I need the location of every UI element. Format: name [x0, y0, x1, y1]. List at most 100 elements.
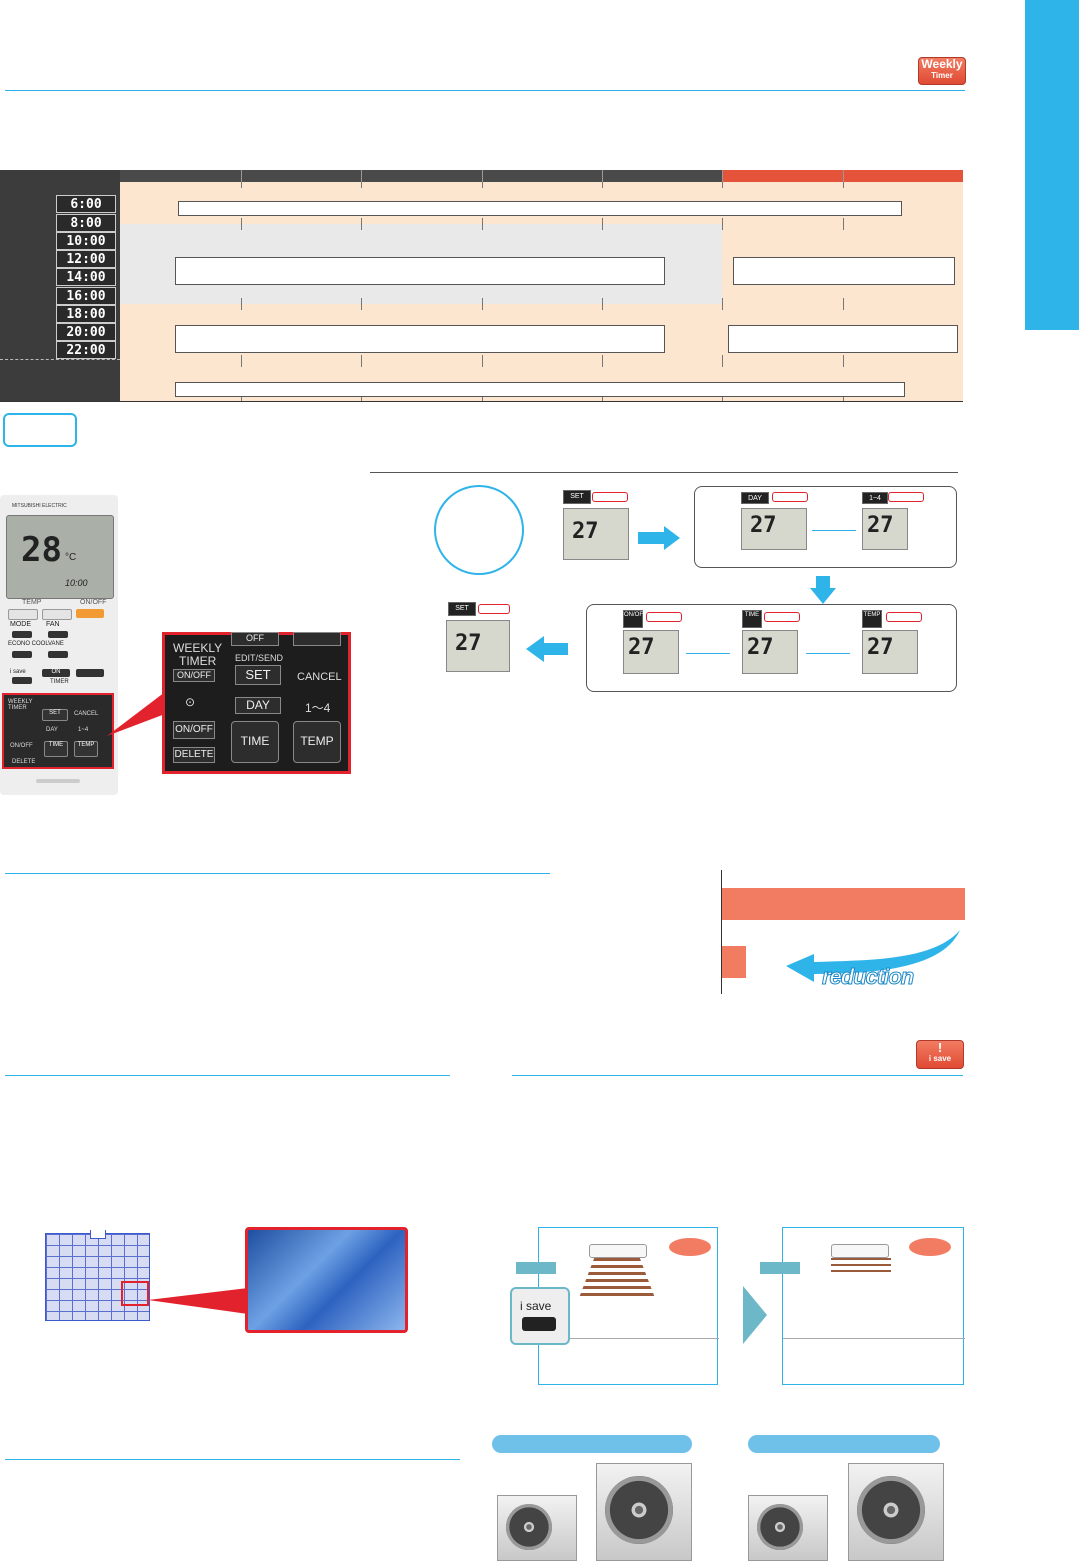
- fan-icon: [605, 1476, 673, 1544]
- column-tick: [361, 218, 362, 224]
- remote-isave-label: i save: [10, 669, 26, 675]
- step-label-after: [760, 1262, 800, 1274]
- remote-fan-button[interactable]: [48, 631, 68, 638]
- outdoor-unit-large-2: [848, 1463, 944, 1561]
- header-divider: [241, 170, 242, 182]
- column-tick: [722, 396, 723, 402]
- isave-badge: ǃ i save: [916, 1040, 964, 1069]
- flow-range-tag: 1~4: [862, 492, 888, 504]
- flow-lcd-6-value: 27: [867, 635, 894, 660]
- outdoor-unit-small-1: [497, 1495, 577, 1561]
- remote-mode-button[interactable]: [12, 631, 32, 638]
- remote-econo-label: ECONO COOL: [8, 641, 49, 647]
- column-tick: [482, 361, 483, 367]
- column-tick: [602, 224, 603, 230]
- flow-lcd-3: 27: [862, 508, 908, 550]
- flow-day-tag: DAY: [741, 492, 769, 504]
- column-tick: [241, 218, 242, 224]
- time-label-0600: 6:00: [56, 195, 116, 213]
- column-tick: [241, 396, 242, 402]
- remote-temp-down-button[interactable]: [8, 609, 38, 620]
- remote-vane-label: VANE: [48, 641, 64, 647]
- remote-timer-on-label: ON: [51, 669, 61, 675]
- zoom-up-button[interactable]: [293, 632, 341, 646]
- remote-mode-label: MODE: [10, 621, 31, 628]
- column-tick: [722, 298, 723, 304]
- flow-rule: [370, 472, 958, 473]
- weekly-schedule-table: 6:00 8:00 10:00 12:00 14:00 16:00 18:00 …: [0, 170, 963, 402]
- remote-time-button[interactable]: TIME: [44, 741, 68, 757]
- flow-double-arrow-2: [686, 653, 730, 654]
- column-tick: [843, 218, 844, 224]
- airflow-gentle: [831, 1258, 891, 1276]
- chart-axis: [721, 870, 722, 994]
- zoom-set-button[interactable]: SET: [235, 665, 281, 685]
- column-tick: [843, 224, 844, 230]
- isave-callout-button[interactable]: [522, 1317, 556, 1331]
- header-divider: [482, 170, 483, 182]
- remote-lcd-clock: 10:00: [65, 578, 88, 588]
- remote-timer-up-button[interactable]: [76, 669, 104, 677]
- column-tick: [241, 298, 242, 304]
- column-tick: [722, 182, 723, 188]
- column-tick: [602, 361, 603, 367]
- zoom-temp-button[interactable]: TEMP: [293, 721, 341, 763]
- column-tick: [722, 361, 723, 367]
- remote-power-button[interactable]: [76, 609, 104, 618]
- column-tick: [843, 304, 844, 310]
- remote-day-label: DAY: [46, 727, 58, 733]
- zoom-day-button[interactable]: DAY: [235, 697, 281, 714]
- fan-icon: [757, 1504, 803, 1550]
- flow-temp-tag: TEMP: [862, 610, 882, 628]
- header-divider: [602, 170, 603, 182]
- chart-bar-reduced: [722, 946, 746, 978]
- remote-timer-on-button[interactable]: ON: [42, 669, 70, 677]
- airflow-strong: [579, 1258, 655, 1298]
- weekly-timer-zoom: WEEKLY TIMER ON/OFF OFF EDIT/SEND SET CA…: [162, 632, 351, 774]
- zoom-off-button[interactable]: OFF: [231, 632, 279, 646]
- remote-delete-label: DELETE: [12, 759, 36, 765]
- chart-bar-conventional: [722, 888, 965, 920]
- column-tick: [361, 224, 362, 230]
- step-circle: [434, 485, 524, 575]
- zoom-time-button[interactable]: TIME: [231, 721, 279, 763]
- remote-isave-button[interactable]: [12, 677, 32, 684]
- flow-arrow-down: [810, 576, 836, 604]
- time-label-1600: 16:00: [56, 287, 116, 305]
- header-divider: [361, 170, 362, 182]
- zoom-clock-icon: ⊙: [185, 695, 196, 709]
- section-rule-2: [5, 873, 550, 874]
- remote-vane-button[interactable]: [48, 651, 68, 658]
- weekday-header: [120, 170, 722, 182]
- flow-lcd-final: 27: [446, 620, 510, 672]
- column-tick: [843, 361, 844, 367]
- zoom-onoff-button[interactable]: ON/OFF: [173, 721, 215, 739]
- flow-onoff-tag: ON/OFF: [623, 610, 647, 628]
- remote-econo-button[interactable]: [12, 651, 32, 658]
- column-tick: [361, 304, 362, 310]
- room-transition-arrow: [743, 1286, 767, 1344]
- remote-weekly-label: WEEKLY TIMER: [8, 699, 33, 711]
- filter-notch: [90, 1230, 106, 1239]
- remote-temp-up-button[interactable]: [42, 609, 72, 620]
- table-bottom-line: [0, 401, 963, 402]
- time-label-1800: 18:00: [56, 305, 116, 323]
- flow-red-tag-1: [592, 492, 628, 502]
- remote-temp-button[interactable]: TEMP: [74, 741, 98, 757]
- header-rule: [5, 90, 965, 91]
- outdoor-group-pill-2: [748, 1435, 940, 1453]
- remote-control: MITSUBISHI ELECTRIC 28 °C 10:00 TEMP ON/…: [0, 495, 118, 795]
- flow-lcd-5-value: 27: [747, 635, 774, 660]
- bed-after: [783, 1338, 965, 1387]
- zoom-delete-button[interactable]: DELETE: [173, 747, 215, 763]
- column-tick: [482, 182, 483, 188]
- indoor-unit-before: [589, 1244, 647, 1258]
- column-tick: [482, 355, 483, 361]
- remote-set-button[interactable]: SET: [42, 709, 68, 721]
- reduction-arrow: [786, 930, 960, 982]
- night-divider: [0, 359, 120, 360]
- zoom-weekly-onoff-button[interactable]: ON/OFF: [173, 669, 215, 682]
- column-tick: [482, 224, 483, 230]
- column-tick: [241, 304, 242, 310]
- column-tick: [482, 396, 483, 402]
